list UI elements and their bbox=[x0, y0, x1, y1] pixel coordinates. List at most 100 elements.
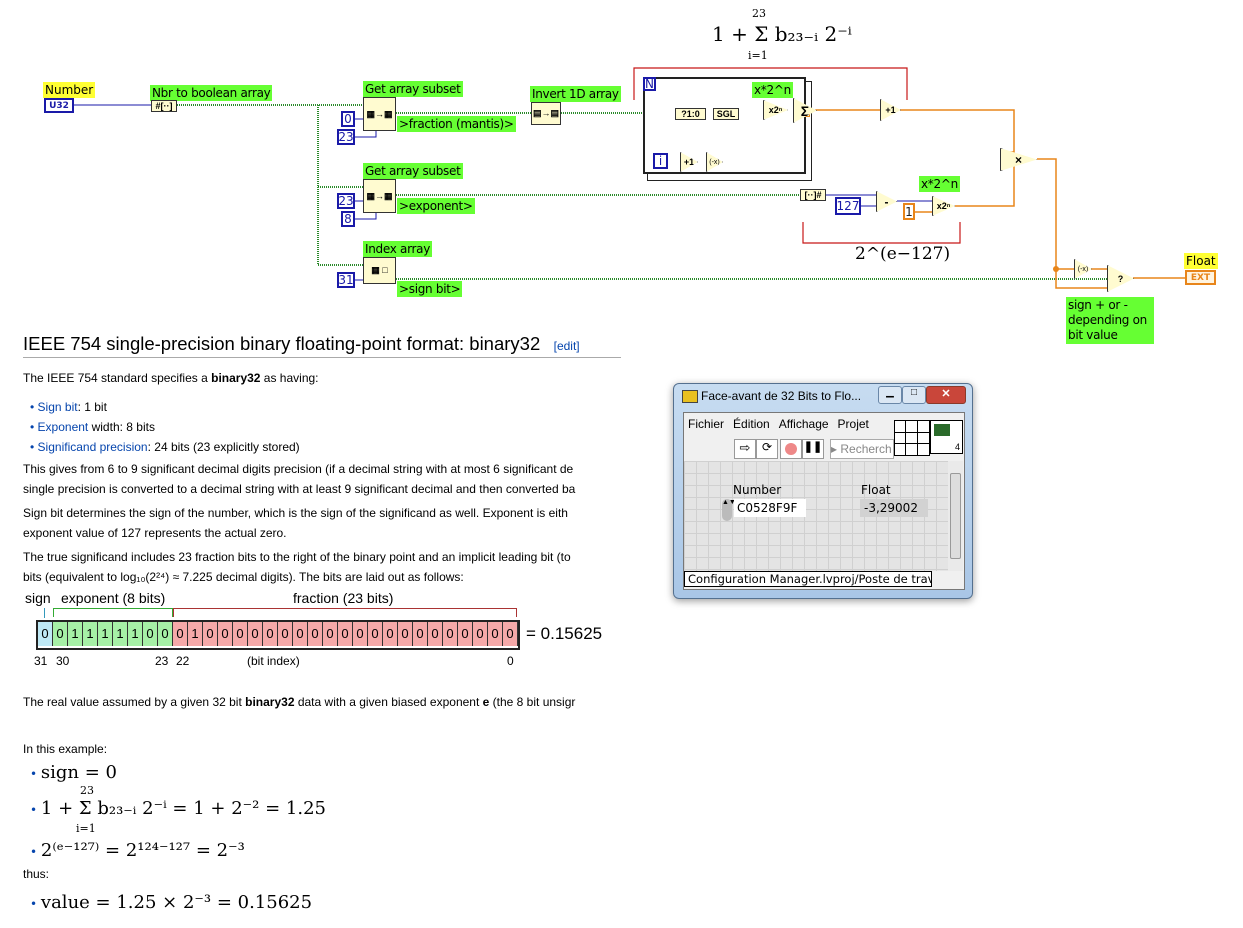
fraction-bit-cell: 0 bbox=[248, 622, 263, 646]
const-127[interactable]: 127 bbox=[835, 197, 861, 215]
menu-affichage[interactable]: Affichage bbox=[778, 417, 829, 431]
fraction-bit-cell: 0 bbox=[203, 622, 218, 646]
spec-list: • Sign bit: 1 bit • Exponent width: 8 bi… bbox=[30, 397, 300, 457]
list-item: • Exponent width: 8 bits bbox=[30, 420, 155, 434]
eq-value: • value = 1.25 × 2⁻³ = 0.15625 bbox=[30, 892, 313, 913]
example-heading: In this example: bbox=[23, 742, 108, 756]
sign-note: sign + or - depending on bit value bbox=[1066, 297, 1154, 344]
scale-label-2: x*2^n bbox=[919, 176, 960, 192]
close-button[interactable]: ✕ bbox=[926, 386, 966, 404]
float-indicator: -3,29002 bbox=[860, 499, 928, 517]
fraction-bit-cell: 0 bbox=[488, 622, 503, 646]
fraction-bit-cell: 0 bbox=[278, 622, 293, 646]
search-input[interactable]: ▸ Recherch bbox=[830, 439, 894, 459]
fraction-bit-cell: 0 bbox=[293, 622, 308, 646]
float-indicator-terminal[interactable]: EXT bbox=[1185, 270, 1216, 285]
menu-edition[interactable]: Édition bbox=[733, 417, 770, 431]
exponent-bit-cell: 1 bbox=[83, 622, 98, 646]
significand-link[interactable]: Significand precision bbox=[37, 440, 148, 454]
edit-link[interactable]: [edit] bbox=[553, 339, 580, 353]
front-panel-canvas: Number ▲▼ C0528F9F Float -3,29002 bbox=[684, 461, 948, 571]
run-continuously-button[interactable]: ⟳ bbox=[756, 439, 778, 459]
number-increment-decrement[interactable]: ▲▼ bbox=[722, 499, 736, 521]
fraction-bit-cell: 0 bbox=[338, 622, 353, 646]
subset2-length-const[interactable]: 8 bbox=[341, 211, 355, 227]
reverse-array-node[interactable]: ▤→▤ bbox=[531, 102, 561, 125]
bits-value: = 0.15625 bbox=[526, 624, 603, 643]
window-body: Fichier Édition Affichage Projet ⇨ ⟳ ❚❚ ▸ R… bbox=[683, 412, 965, 590]
fraction-bit-cell: 0 bbox=[503, 622, 518, 646]
fraction-bit-cell: 0 bbox=[308, 622, 323, 646]
const-1[interactable]: 1 bbox=[903, 203, 915, 220]
front-panel-window: Face-avant de 32 Bits to Flo... ▁ □ ✕ Fi… bbox=[673, 383, 973, 599]
to-sgl-node[interactable]: SGL bbox=[713, 108, 739, 120]
section-heading: IEEE 754 single-precision binary floatin… bbox=[23, 333, 621, 358]
list-item: • Sign bit: 1 bit bbox=[30, 400, 107, 414]
loop-count-terminal[interactable]: N bbox=[643, 77, 656, 91]
labview-icon bbox=[682, 390, 698, 403]
abort-button[interactable] bbox=[780, 439, 802, 459]
exponent-bit-cell: 1 bbox=[68, 622, 83, 646]
subset2-index-const[interactable]: 23 bbox=[337, 193, 355, 209]
exponent-formula: 2^(e−127) bbox=[855, 244, 951, 264]
sign-bit-link[interactable]: Sign bit bbox=[37, 400, 78, 414]
fraction-bit-cell: 0 bbox=[383, 622, 398, 646]
fraction-label: >fraction (mantis)> bbox=[397, 116, 516, 132]
intro: The IEEE 754 standard specifies a binary… bbox=[23, 371, 319, 385]
bool-to-01-node[interactable]: ?1:0 bbox=[675, 108, 706, 120]
get-array-subset-node-1[interactable]: ▦→▦ bbox=[363, 97, 396, 131]
number-to-boolean-array-node[interactable]: #[··] bbox=[151, 100, 177, 112]
fraction-bit-cell: 0 bbox=[323, 622, 338, 646]
real-value-paragraph: The real value assumed by a given 32 bit… bbox=[23, 695, 576, 709]
run-arrow-button[interactable]: ⇨ bbox=[734, 439, 756, 459]
vertical-scrollbar[interactable] bbox=[948, 461, 963, 571]
maximize-button[interactable]: □ bbox=[902, 386, 926, 404]
scale-label-1: x*2^n bbox=[752, 82, 793, 98]
sign-bit-label: >sign bit> bbox=[397, 281, 463, 297]
get-array-subset-node-2[interactable]: ▦→▦ bbox=[363, 179, 396, 213]
number-control[interactable]: C0528F9F bbox=[734, 499, 806, 517]
sum-formula: 23 1 + Σ b₂₃₋ᵢ 2⁻ⁱ i=1 bbox=[712, 7, 852, 62]
minimize-button[interactable]: ▁ bbox=[878, 386, 902, 404]
subset1-index-const[interactable]: 0 bbox=[341, 111, 355, 127]
subset2-label: Get array subset bbox=[363, 163, 463, 179]
exponent-bit-cell: 1 bbox=[128, 622, 143, 646]
number-control-terminal[interactable]: U32 bbox=[44, 98, 74, 113]
fraction-bit-cell: 0 bbox=[413, 622, 428, 646]
index-array-label: Index array bbox=[363, 241, 433, 257]
thus-label: thus: bbox=[23, 867, 50, 881]
eq-sign: • sign = 0 bbox=[30, 762, 117, 783]
exponent-link[interactable]: Exponent bbox=[37, 420, 89, 434]
float-label: Float bbox=[1184, 253, 1218, 269]
subset1-label: Get array subset bbox=[363, 81, 463, 97]
exponent-bit-cell: 0 bbox=[53, 622, 68, 646]
fraction-bit-cell: 0 bbox=[353, 622, 368, 646]
exponent-label: >exponent> bbox=[397, 198, 475, 214]
fraction-bit-cell: 0 bbox=[473, 622, 488, 646]
exponent-bit-cell: 1 bbox=[113, 622, 128, 646]
fraction-bit-cell: 0 bbox=[218, 622, 233, 646]
fraction-bit-cell: 0 bbox=[368, 622, 383, 646]
pause-button[interactable]: ❚❚ bbox=[802, 439, 824, 459]
menu-projet[interactable]: Projet bbox=[837, 417, 869, 431]
eq-exponent: • 2⁽ᵉ⁻¹²⁷⁾ = 2¹²⁴⁻¹²⁷ = 2⁻³ bbox=[30, 840, 245, 861]
fraction-bit-cell: 0 bbox=[458, 622, 473, 646]
vi-icon[interactable]: 4 bbox=[930, 420, 963, 454]
number-control-label: Number bbox=[733, 483, 782, 497]
list-item: • Significand precision: 24 bits (23 exp… bbox=[30, 440, 300, 454]
fraction-bit-cell: 0 bbox=[233, 622, 248, 646]
invert-label: Invert 1D array bbox=[530, 86, 621, 102]
exponent-bit-cell: 0 bbox=[158, 622, 173, 646]
wires bbox=[74, 67, 1185, 289]
fraction-bit-cell: 0 bbox=[173, 622, 188, 646]
subset1-length-const[interactable]: 23 bbox=[337, 129, 355, 145]
index-array-node[interactable]: ▦ □ bbox=[363, 257, 396, 284]
loop-iteration-terminal[interactable]: i bbox=[653, 153, 668, 169]
status-bar: Configuration Manager.lvproj/Poste de tr… bbox=[684, 571, 932, 587]
boolean-array-to-number-node[interactable]: [··]# bbox=[800, 189, 826, 201]
menu-bar: Fichier Édition Affichage Projet bbox=[688, 417, 878, 431]
index-const[interactable]: 31 bbox=[337, 272, 355, 288]
menu-fichier[interactable]: Fichier bbox=[688, 417, 725, 431]
float-indicator-label: Float bbox=[861, 483, 891, 497]
connector-pane-icon[interactable] bbox=[894, 420, 930, 456]
